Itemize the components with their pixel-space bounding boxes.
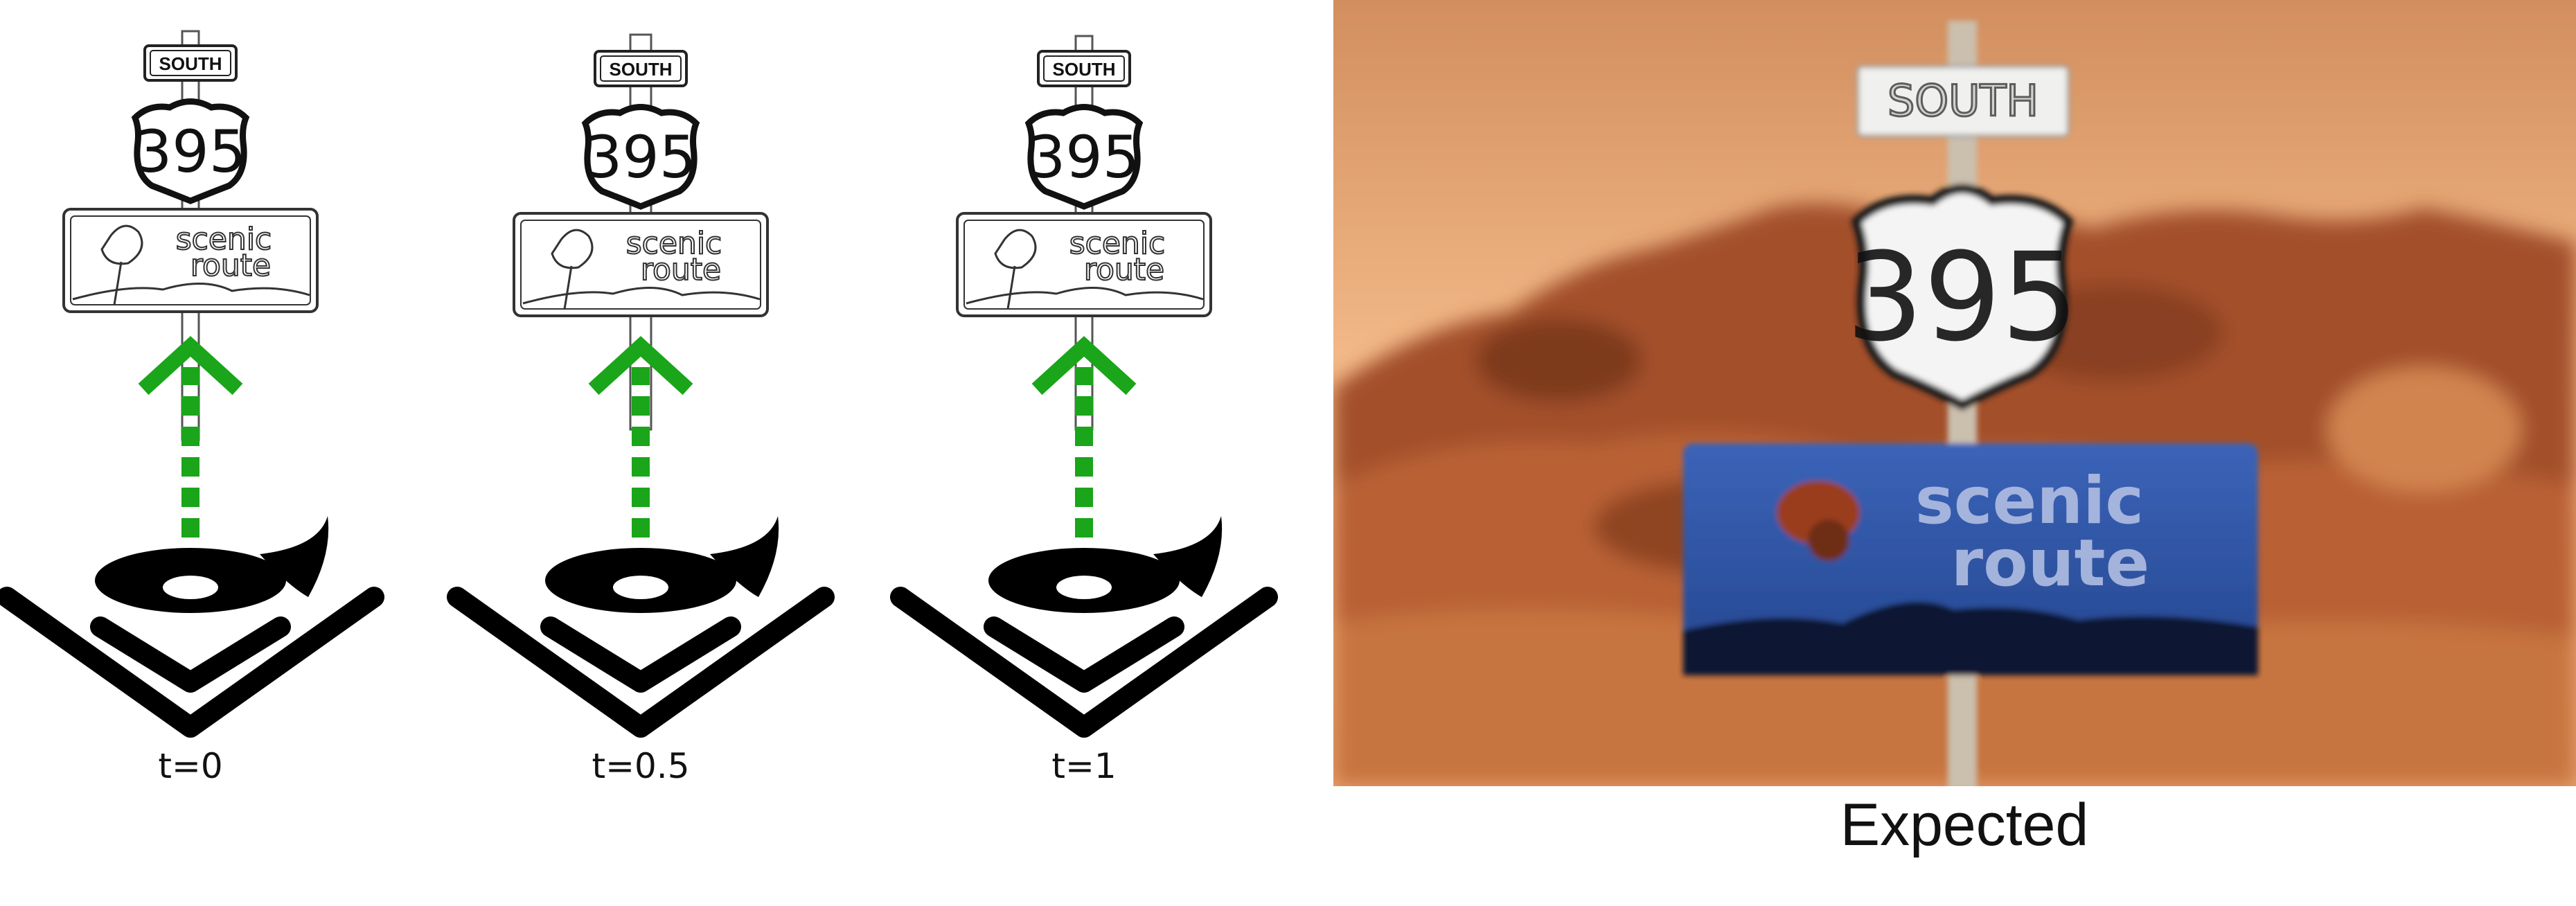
photo-scenic-line2: route [1951,526,2150,601]
scenic-line2: route [641,252,721,287]
mountain-line [966,286,1204,305]
scenic-line2: route [190,248,271,283]
panel-label: t=0.5 [592,746,689,786]
mountain-line [72,282,310,301]
route-shield: 395 [131,98,250,204]
view-direction-arrow [588,336,693,568]
south-text: SOUTH [610,59,673,80]
poppy-icon [551,229,594,310]
photo-route-number: 395 [1846,226,2079,368]
south-text: SOUTH [1053,59,1116,80]
view-direction-arrow [138,336,243,568]
scenic-route-sign: scenic route [956,212,1212,317]
scenic-line1: scenic [626,226,722,261]
eye-icon [890,516,1278,738]
route-number: 395 [135,118,246,186]
panel-label: t=0 [158,746,222,786]
panel-t0: SOUTH 395 scenic route [0,30,384,786]
expected-photo: SOUTH 395 scenic route [1333,0,2576,786]
scenic-line1: scenic [1069,226,1166,261]
route-shield: 395 [581,104,700,210]
expected-caption: Expected [1840,792,2089,858]
eye-icon [447,516,835,738]
mountain-line [522,286,761,305]
south-plate: SOUTH [594,50,688,87]
panel-t1: SOUTH 395 scenic route t [890,35,1278,786]
south-plate: SOUTH [143,44,238,82]
scenic-line2: route [1084,252,1164,287]
route-number: 395 [1029,123,1139,191]
south-text: SOUTH [159,53,222,74]
photo-south-text: SOUTH [1887,76,2038,126]
route-shield: 395 [1024,104,1144,210]
south-plate: SOUTH [1037,50,1131,87]
view-direction-arrow [1031,336,1137,568]
panel-t05: SOUTH 395 scenic route t [447,33,835,786]
poppy-icon [100,224,143,305]
scenic-route-sign: scenic route [513,212,769,317]
scenic-route-sign: scenic route [62,208,319,313]
eye-icon [0,516,384,738]
route-number: 395 [585,123,696,191]
scenic-line1: scenic [176,222,272,257]
photo-scenic-line1: scenic [1915,463,2144,539]
poppy-icon [994,229,1037,310]
panel-label: t=1 [1051,746,1116,786]
